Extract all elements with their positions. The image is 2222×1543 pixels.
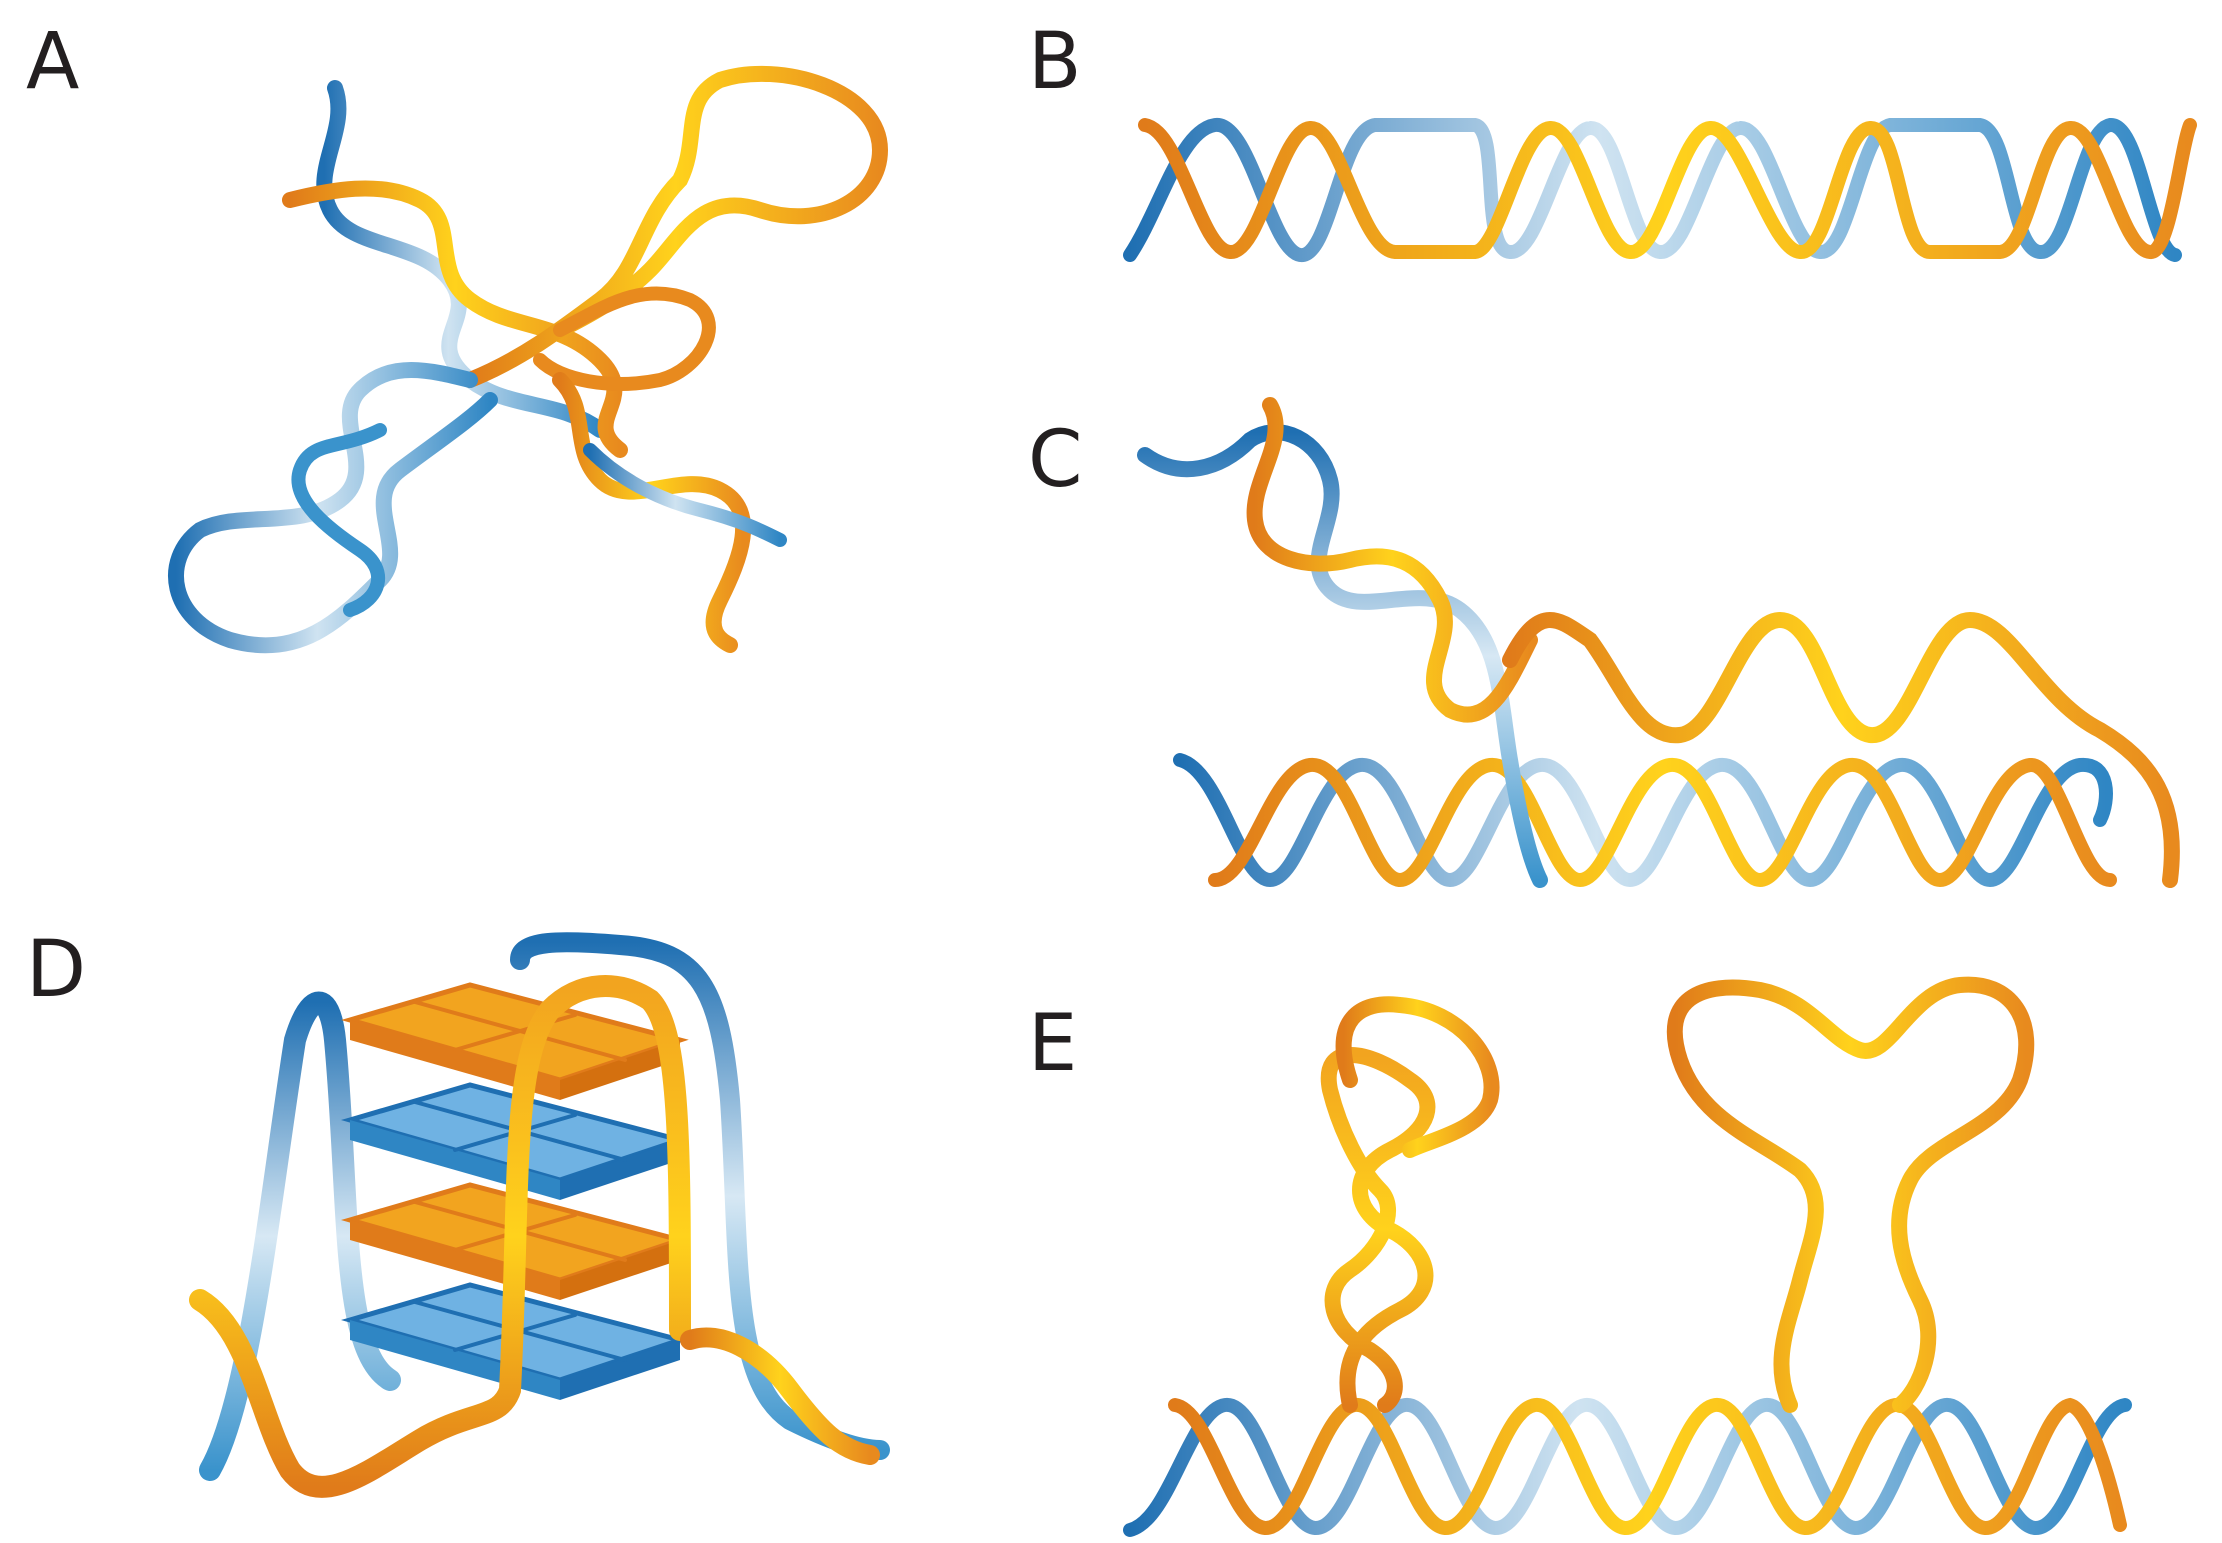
panel-label-e: E (1028, 999, 1077, 1089)
panel-label-a: A (26, 17, 79, 107)
panel-e-orange-strand (1175, 1405, 2120, 1528)
panel-d-g-quadruplex (200, 942, 880, 1487)
panel-c-triplex (1145, 405, 2172, 880)
panel-c-blue-incoming (1145, 432, 1540, 880)
panel-e-hairpin (1329, 1055, 1428, 1405)
panel-a-four-way-junction (176, 74, 880, 645)
panel-d-orange-tail (690, 1337, 870, 1455)
panel-e-large-loop (1675, 985, 2026, 1405)
panel-label-b: B (1028, 17, 1082, 107)
panel-label-d: D (26, 925, 86, 1015)
panel-b-duplex-with-bubbles (1130, 125, 2190, 255)
panel-e-hairpin-and-loop (1130, 985, 2125, 1530)
panel-a-orange-loop (470, 74, 880, 380)
panel-label-c: C (1028, 415, 1082, 505)
panel-b-orange-strand (1145, 125, 2190, 252)
panel-e-blue-strand (1130, 1405, 2125, 1530)
panel-a-blue-loop (176, 370, 490, 645)
